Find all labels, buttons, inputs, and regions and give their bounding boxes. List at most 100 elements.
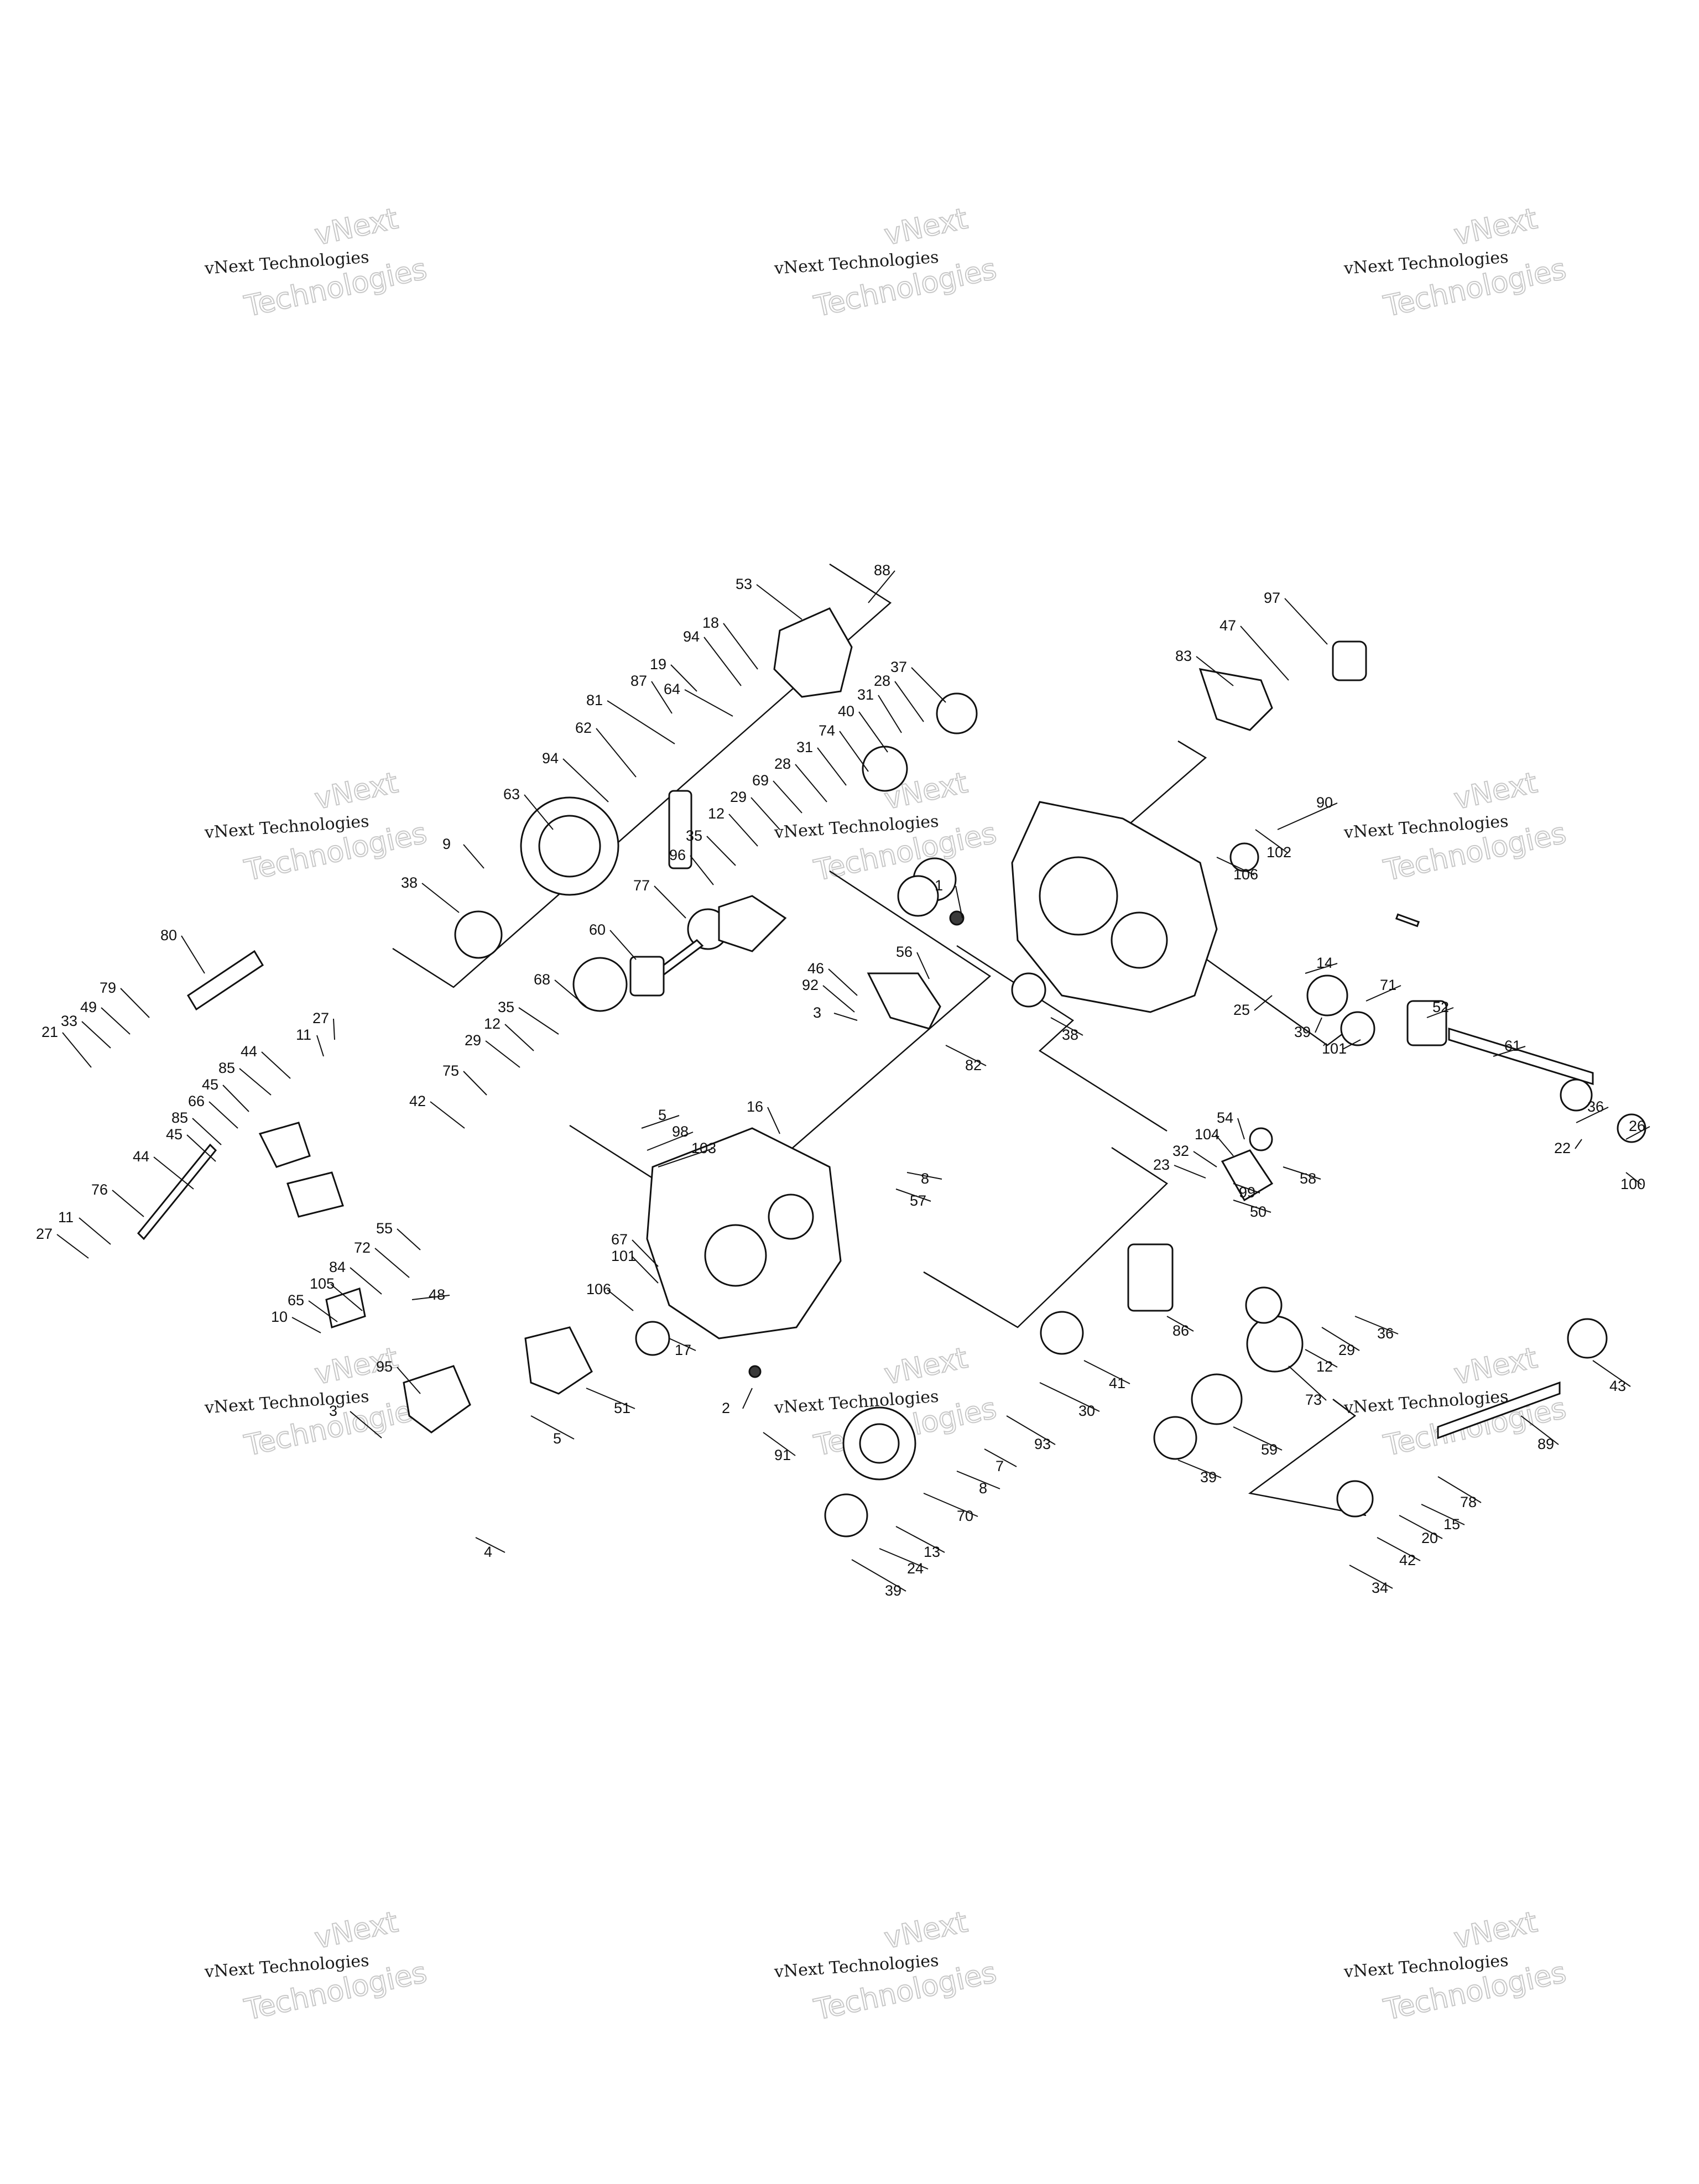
callout-number: 36 — [1587, 1098, 1604, 1115]
callout-number: 37 — [890, 659, 907, 675]
callout-number: 2 — [722, 1400, 730, 1416]
callout-number: 89 — [1538, 1436, 1554, 1452]
leader-line — [894, 681, 924, 722]
callout-number: 100 — [1620, 1176, 1645, 1192]
callout-number: 96 — [669, 847, 686, 863]
leader-line — [742, 1388, 753, 1409]
callout-number: 67 — [611, 1231, 628, 1248]
leader-line — [868, 570, 895, 603]
callout-number: 5 — [553, 1430, 561, 1447]
callout-number: 32 — [1172, 1143, 1189, 1159]
leader-line — [1216, 857, 1255, 875]
leader-line — [330, 1284, 363, 1311]
callout-number: 29 — [465, 1032, 481, 1049]
leader-line — [906, 1172, 942, 1180]
callout-number: 91 — [774, 1447, 791, 1463]
leader-line — [261, 1051, 291, 1079]
callout-number: 65 — [288, 1292, 304, 1309]
callout-number: 57 — [910, 1192, 926, 1209]
callout-number: 18 — [702, 614, 719, 631]
leader-line — [858, 711, 888, 753]
leader-line — [79, 1217, 111, 1245]
callout-number: 25 — [1233, 1002, 1250, 1018]
leader-line — [1277, 802, 1338, 830]
leader-line — [209, 1101, 238, 1129]
leader-line — [120, 988, 150, 1018]
callout-number: 88 — [874, 562, 890, 578]
callout-number: 95 — [376, 1358, 393, 1375]
callout-number: 69 — [752, 772, 769, 789]
callout-number: 22 — [1554, 1140, 1571, 1156]
callout-number: 103 — [691, 1140, 716, 1156]
callout-number: 50 — [1250, 1203, 1267, 1220]
leader-line — [763, 1432, 796, 1456]
callout-number: 64 — [664, 681, 680, 697]
callout-number: 84 — [329, 1259, 346, 1275]
leader-line — [1174, 1165, 1206, 1179]
leader-line — [1493, 1046, 1526, 1057]
callout-number: 38 — [1062, 1026, 1078, 1043]
leader-line — [153, 1156, 194, 1190]
leader-line — [984, 1448, 1017, 1467]
callout-number: 99 — [1239, 1184, 1255, 1201]
callout-number: 68 — [534, 971, 550, 988]
leader-line — [1196, 656, 1234, 686]
callout-number: 74 — [819, 722, 835, 739]
callout-number: 106 — [586, 1281, 611, 1297]
callout-number: 31 — [857, 686, 874, 703]
leader-line — [1305, 1349, 1338, 1368]
leader-line — [524, 794, 554, 830]
leader-line — [308, 1300, 338, 1322]
leader-line — [1006, 1415, 1056, 1445]
callout-number: 16 — [747, 1098, 763, 1115]
callout-number: 77 — [633, 877, 650, 894]
leader-line — [1366, 985, 1401, 1002]
leader-line — [609, 930, 637, 960]
callout-number: 4 — [484, 1544, 492, 1560]
callout-number: 42 — [1399, 1552, 1416, 1568]
leader-line — [291, 1317, 321, 1333]
callout-number: 24 — [907, 1560, 924, 1577]
callout-number: 45 — [202, 1076, 218, 1093]
callout-number: 86 — [1172, 1322, 1189, 1339]
callout-number: 28 — [774, 755, 791, 772]
leader-line — [723, 623, 758, 670]
leader-line — [463, 1071, 487, 1096]
leader-line — [1288, 1365, 1327, 1401]
callout-number: 27 — [36, 1226, 53, 1242]
leader-line — [795, 764, 827, 802]
callout-number: 3 — [329, 1403, 337, 1419]
callout-number: 66 — [188, 1093, 205, 1109]
leader-line — [192, 1118, 222, 1145]
callout-number: 94 — [542, 750, 559, 767]
watermark-big-line: vNext — [1451, 1906, 1540, 1956]
callout-number: 52 — [1432, 999, 1449, 1015]
callout-number: 23 — [1153, 1156, 1170, 1173]
leader-line — [728, 814, 758, 847]
leader-line — [316, 1035, 324, 1057]
leader-line — [916, 952, 930, 979]
mount-bracket — [1198, 668, 1273, 731]
leader-line — [1233, 1183, 1260, 1193]
leader-line — [923, 1493, 978, 1517]
callout-number: 8 — [979, 1480, 987, 1497]
leader-line — [690, 855, 714, 885]
callout-number: 43 — [1609, 1378, 1626, 1394]
callout-number: 44 — [241, 1043, 257, 1060]
callout-number: 7 — [996, 1458, 1004, 1474]
callout-number: 106 — [1233, 866, 1258, 883]
callout-number: 20 — [1421, 1530, 1438, 1546]
callout-number: 104 — [1195, 1126, 1219, 1143]
leader-line — [350, 1411, 382, 1438]
leader-line — [518, 1007, 559, 1035]
watermark-big-line: vNext — [1451, 767, 1540, 816]
callout-number: 85 — [218, 1060, 235, 1076]
output-shaft — [1437, 1381, 1561, 1440]
leader-line — [485, 1040, 520, 1068]
leader-line — [703, 637, 742, 686]
callout-number: 29 — [1338, 1342, 1355, 1358]
leader-line — [658, 1148, 713, 1167]
leader-line — [911, 667, 946, 703]
leader-line — [430, 1101, 465, 1129]
